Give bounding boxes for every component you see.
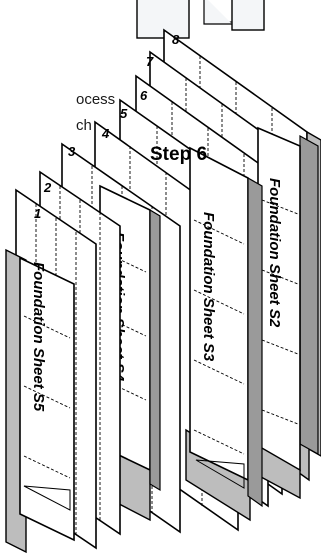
foundation-sheet-s3-label: Foundation Sheet S3 — [200, 212, 217, 362]
foundation-sheet-s5-label: Foundation Sheet S5 — [30, 262, 47, 412]
foundation-sheet-s5: Foundation Sheet S5 — [5, 248, 75, 554]
sheet-number-7: 7 — [146, 54, 154, 69]
top-box-right — [203, 0, 265, 31]
foundation-sheet-s2-label: Foundation Sheet S2 — [266, 178, 283, 328]
sheet-number-5: 5 — [120, 106, 128, 121]
cropped-text-line-1: ocess — [76, 91, 115, 108]
step-label: Step 6 — [150, 144, 207, 165]
sheet-number-2: 2 — [43, 180, 52, 195]
cropped-text-line-2: ch — [76, 117, 92, 134]
sheet-number-8: 8 — [172, 32, 180, 47]
sheet-number-3: 3 — [68, 144, 76, 159]
sheet-number-6: 6 — [140, 88, 148, 103]
sheet-number-1: 1 — [34, 206, 41, 221]
top-box-left — [136, 0, 190, 39]
foundation-sheet-s3: Foundation Sheet S3 — [185, 146, 263, 522]
sheet-number-4: 4 — [101, 126, 110, 141]
